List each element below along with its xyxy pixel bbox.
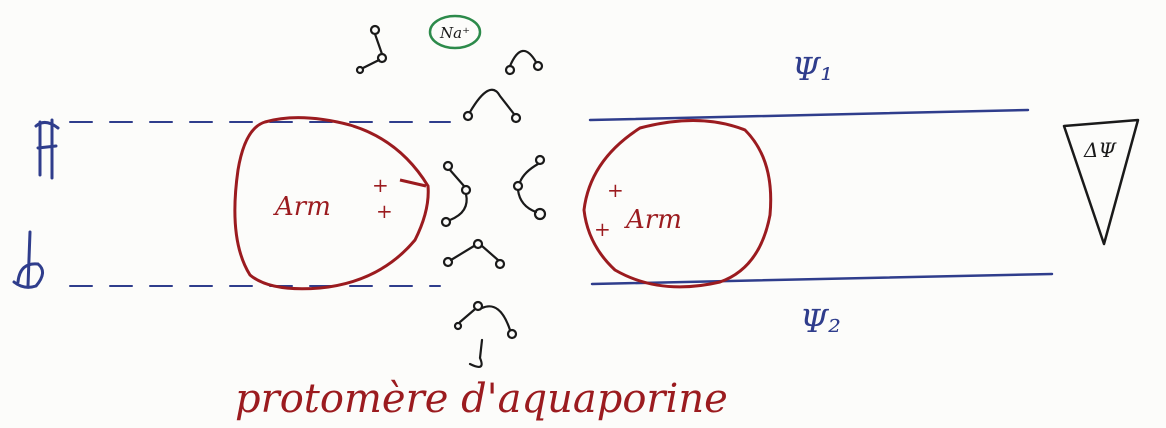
left-domain-outline: [233, 116, 430, 291]
water-molecules: [355, 24, 547, 368]
right-domain-outline: [582, 118, 773, 289]
left-charge-1: +: [372, 173, 389, 197]
delta-psi-indicator: ΔΨ: [1062, 118, 1140, 246]
left-dashed-lines: [69, 121, 451, 287]
left-membrane-marks: [12, 118, 60, 289]
right-charge-2: +: [594, 217, 611, 241]
right-domain-label: Arm: [624, 205, 682, 235]
solid-line-top: [588, 108, 1030, 122]
water-molecule: [440, 160, 472, 228]
left-charge-2: +: [376, 199, 393, 223]
sodium-ion-label: Na⁺: [439, 24, 470, 42]
diagram-caption: protomère d'aquaporine: [235, 376, 728, 422]
water-molecule: [453, 300, 518, 368]
psi-bottom-label: Ψ₂: [800, 302, 841, 340]
left-domain-label: Arm: [273, 192, 331, 222]
psi-top-label: Ψ₁: [792, 50, 833, 88]
water-molecule: [462, 88, 522, 124]
right-solid-lines: [588, 108, 1054, 286]
sodium-ion: Na⁺: [428, 14, 482, 50]
solid-line-bottom: [590, 272, 1054, 286]
left-top-mark: [34, 118, 60, 180]
water-molecule: [504, 49, 544, 76]
water-molecule: [512, 154, 547, 221]
delta-psi-label: ΔΨ: [1083, 138, 1117, 162]
water-molecule: [442, 238, 506, 270]
left-domain-arrow: [399, 178, 427, 188]
left-bottom-mark: [12, 230, 44, 289]
water-molecule: [355, 24, 388, 75]
right-charge-1: +: [607, 178, 624, 202]
